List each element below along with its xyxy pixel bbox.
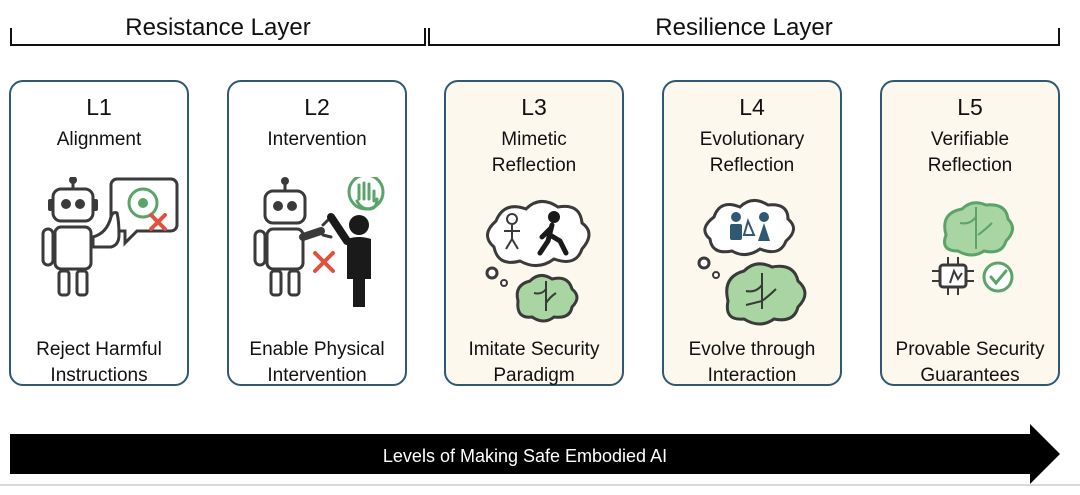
resistance-layer-label: Resistance Layer — [125, 14, 311, 41]
verified-brain-icon — [932, 201, 1014, 295]
resistance-layer-bracket — [10, 28, 426, 46]
level-description: Evolve through Interaction — [688, 339, 816, 386]
level-description: Reject Harmful Instructions — [36, 339, 162, 386]
level-card-l1: L1 Alignment Reject Harmful Instructions — [9, 80, 189, 386]
resilience-layer-label: Resilience Layer — [655, 14, 833, 41]
level-description: Enable Physical Intervention — [249, 339, 385, 386]
level-name: Intervention — [267, 129, 367, 150]
level-id: L1 — [86, 94, 112, 120]
level-name: Verifiable Reflection — [927, 129, 1013, 176]
evolving-brain-icon — [697, 199, 807, 326]
level-id: L5 — [957, 94, 983, 120]
level-card-l2: L2 Intervention Enable Physical Interven… — [227, 80, 407, 386]
resilience-layer-bracket — [428, 28, 1060, 46]
level-description: Provable Security Guarantees — [895, 339, 1045, 386]
levels-arrow: Levels of Making Safe Embodied AI — [0, 420, 1080, 490]
divider — [0, 484, 1080, 486]
level-id: L2 — [304, 94, 330, 120]
level-card-l4: L4 Evolutionary Reflection Evolve throug… — [662, 80, 842, 386]
thought-cloud-brain-icon — [485, 200, 591, 323]
robot-refusing-biohazard-icon — [41, 177, 179, 297]
level-card-l5: L5 Verifiable Reflection Provable Securi… — [880, 80, 1060, 386]
level-id: L4 — [739, 94, 765, 120]
human-stopping-robot-icon — [253, 177, 385, 307]
level-card-l3: L3 Mimetic Reflection Imitate Security P… — [444, 80, 624, 386]
level-name: Mimetic Reflection — [491, 129, 577, 176]
arrow-label: Levels of Making Safe Embodied AI — [382, 446, 668, 466]
level-description: Imitate Security Paradigm — [468, 339, 600, 386]
level-name: Alignment — [56, 129, 142, 150]
level-name: Evolutionary Reflection — [699, 129, 805, 176]
arrow-shape — [10, 424, 1060, 484]
level-id: L3 — [521, 94, 547, 120]
